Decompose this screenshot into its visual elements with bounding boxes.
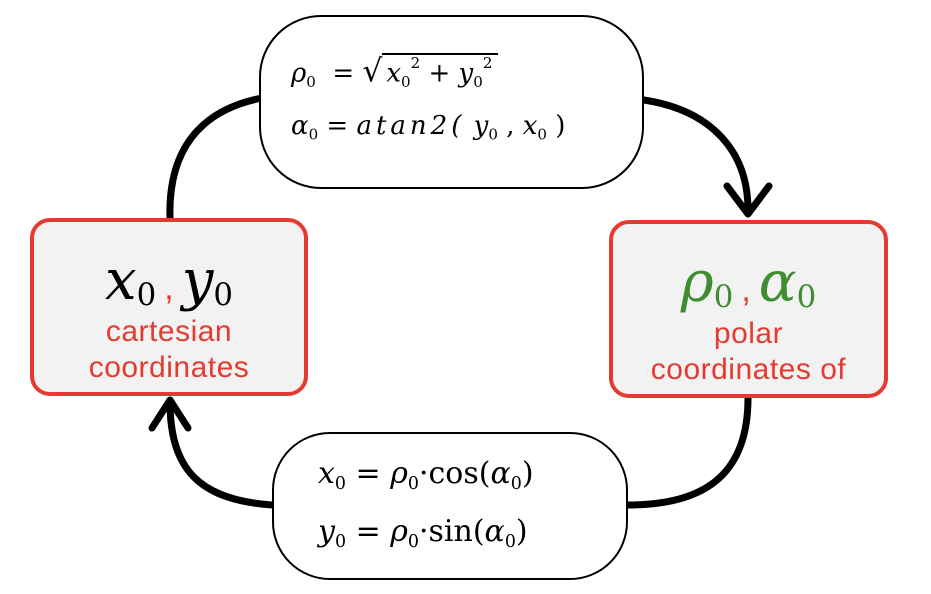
arrow-polar-to-formula [624, 394, 752, 509]
polar-caption-line2: coordinates of [650, 353, 847, 386]
alpha-equation: α0 = atan2( y0 , x0 ) [291, 111, 566, 144]
cartesian-caption-line2: coordinates [88, 351, 250, 384]
cartesian-caption-line1: cartesian [105, 315, 233, 348]
formula-polar-to-cartesian: x0 = ρ0·cos(α0) y0 = ρ0·sin(α0) [272, 432, 628, 580]
arrow-formula-to-cartesian [166, 398, 276, 509]
rho-symbol: ρ0 [680, 250, 734, 316]
y-symbol: y0 [181, 248, 233, 314]
arrowhead-polar [723, 182, 773, 218]
alpha-symbol: α0 [758, 250, 817, 316]
square-root-icon: √ [362, 53, 383, 90]
x-symbol: x0 [105, 248, 157, 314]
arrow-cartesian-to-formula [166, 94, 266, 222]
formula-cartesian-to-polar: ρ0 = √x02 + y02 α0 = atan2( y0 , x0 ) [259, 15, 644, 189]
y-equation: y0 = ρ0·sin(α0) [318, 514, 528, 553]
x-equation: x0 = ρ0·cos(α0) [318, 456, 534, 495]
polar-symbols: ρ0,α0 [680, 250, 817, 316]
arrow-formula-to-polar [640, 96, 752, 214]
rho-equation: ρ0 = √x02 + y02 [291, 53, 499, 91]
polar-coordinates-box: ρ0,α0 polar coordinates of [609, 220, 888, 398]
arrowhead-cartesian [148, 396, 192, 432]
cartesian-coordinates-box: x0,y0 cartesian coordinates [30, 218, 308, 396]
cartesian-symbols: x0,y0 [105, 248, 233, 314]
polar-caption-line1: polar [713, 317, 784, 350]
